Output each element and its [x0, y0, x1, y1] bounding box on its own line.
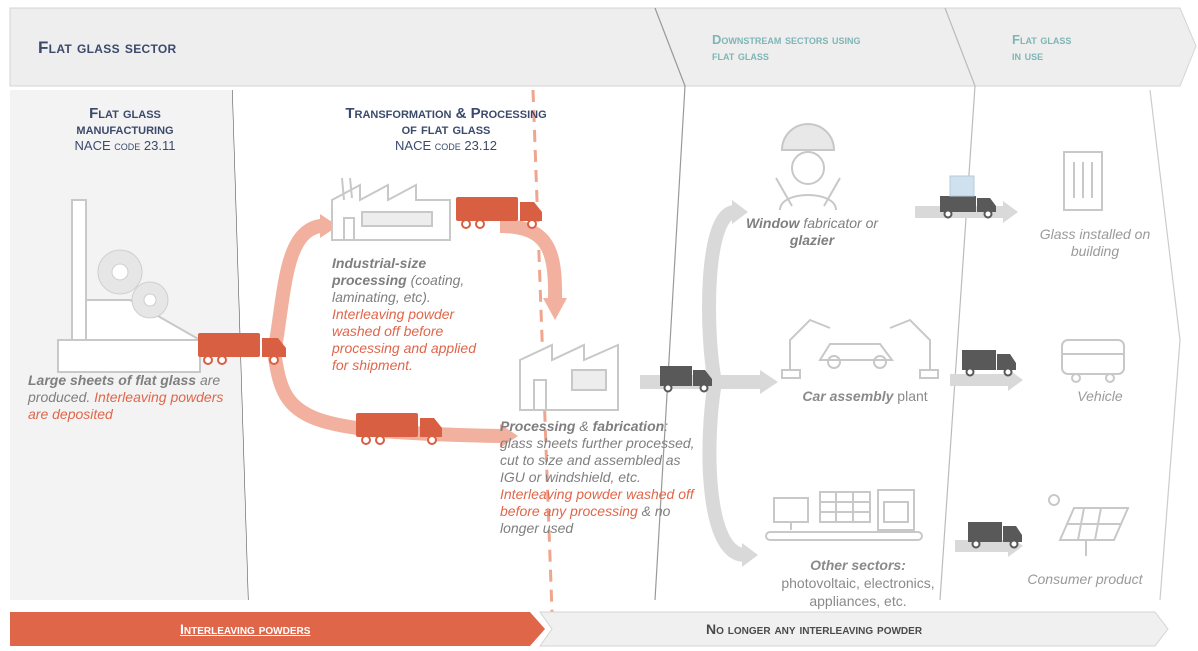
car-label-plain: plant	[893, 388, 928, 404]
window-label-bold2: glazier	[789, 232, 835, 248]
window-label-bold1: Window	[745, 215, 800, 231]
glass-building-label: Glass installed on building	[1039, 226, 1151, 259]
glass-factory-icon	[57, 199, 204, 373]
grey-arrow-branch	[702, 205, 747, 562]
fabrication-desc-bold2: fabrication	[592, 418, 665, 434]
header-downstream: Downstream sectors using flat glass	[712, 32, 860, 64]
header-band	[9, 7, 1197, 87]
flow-arrow-curve-head	[543, 298, 567, 320]
truck-red-3	[356, 413, 442, 445]
devices-conveyor-icon	[765, 489, 923, 541]
footer-no-interleaving: No longer any interleaving powder	[706, 621, 923, 637]
manufacturing-title-line2: manufacturing	[76, 121, 174, 138]
bus-icon	[1061, 339, 1125, 383]
manufacturing-nace-code: NACE code 23.11	[74, 138, 176, 153]
truck-dark-window	[940, 196, 996, 219]
manufacturing-description: Large sheets of flat glass are produced.…	[28, 372, 238, 423]
building-icon	[1063, 151, 1103, 211]
fabrication-desc-bold1: Processing	[500, 418, 576, 434]
window-label-plain: fabricator or	[799, 215, 879, 231]
transformation-title-line1: Transformation & Processing	[345, 105, 547, 122]
manufacturing-desc-plain: are produced.	[28, 372, 221, 405]
fabrication-factory-icon	[519, 343, 619, 411]
separator-2	[654, 7, 686, 601]
header-downstream-line2: flat glass	[712, 48, 769, 63]
other-label-plain: photovoltaic, electronics, appliances, e…	[781, 575, 935, 609]
car-label-bold: Car assembly	[802, 388, 894, 404]
grey-arrow-car-head	[1008, 369, 1023, 391]
separator-4	[1149, 89, 1181, 601]
grey-arrow-down-head	[742, 543, 758, 567]
car-assembly-robot-icon	[781, 318, 939, 379]
separator-3	[939, 7, 976, 601]
solar-panel-icon	[1048, 494, 1130, 556]
flow-arrow-down-head	[500, 424, 518, 448]
industrial-factory-icon	[331, 177, 451, 241]
flow-arrow-curve	[499, 219, 563, 301]
other-label-bold: Other sectors:	[810, 557, 906, 573]
manufacturing-desc-red: Interleaving powders are deposited	[28, 389, 224, 422]
fabrication-description: Processing & fabrication: glass sheets f…	[500, 418, 700, 537]
header-downstream-line1: Downstream sectors using	[712, 32, 861, 47]
truck-red-2	[456, 197, 542, 229]
truck-dark-other	[968, 522, 1022, 549]
footer-interleaving-powders: Interleaving powders	[180, 621, 311, 637]
flow-arrow-up-head	[320, 214, 338, 238]
header-in-use-line1: Flat glass	[1012, 32, 1072, 47]
industrial-desc-red: Interleaving powder washed off before pr…	[332, 306, 476, 373]
header-in-use-line2: in use	[1012, 48, 1044, 63]
manufacturing-desc-bold: Large sheets of flat glass	[28, 372, 197, 388]
transformation-title: Transformation & Processing of flat glas…	[296, 106, 596, 154]
industrial-description: Industrial-size processing (coating, lam…	[332, 255, 492, 374]
glazier-worker-icon	[775, 123, 841, 211]
footer-red-bar	[10, 612, 545, 646]
footer-grey-bar	[539, 611, 1169, 647]
grey-arrow-up-head	[732, 200, 748, 224]
transformation-title-line2: of flat glass	[401, 121, 491, 138]
vehicle-label: Vehicle	[1077, 388, 1123, 404]
fabrication-desc-plain1: &	[575, 418, 593, 434]
fabrication-desc-red: Interleaving powder washed off before an…	[500, 486, 694, 519]
truck-dark-car	[962, 350, 1016, 377]
header-flat-glass-sector: Flat glass sector	[38, 38, 177, 57]
window-fabricator-label: Window fabricator or glazier	[742, 215, 882, 249]
grey-arrow-main-head	[760, 370, 778, 394]
car-assembly-label: Car assembly plant	[780, 387, 950, 405]
manufacturing-title-line1: Flat glass	[89, 105, 161, 122]
truck-dark-main	[660, 366, 712, 393]
transformation-nace-code: NACE code 23.12	[395, 138, 497, 153]
flow-arrow-up	[268, 219, 327, 355]
fabrication-desc-plain2: : glass sheets further processed, cut to…	[500, 418, 695, 485]
fabrication-desc-plain3: & no longer used	[500, 503, 671, 536]
truck-red-1	[198, 333, 286, 365]
gears-icon	[97, 249, 169, 319]
header-in-use: Flat glass in use	[1012, 32, 1071, 64]
other-sectors-label: Other sectors: photovoltaic, electronics…	[758, 556, 958, 610]
glass-pallet-icon	[949, 175, 975, 197]
grey-arrow-window-head	[1003, 201, 1018, 223]
consumer-product-label: Consumer product	[1027, 571, 1143, 587]
industrial-desc-plain: (coating, laminating, etc).	[332, 272, 465, 305]
industrial-desc-bold: Industrial-size processing	[332, 255, 427, 288]
manufacturing-title: Flat glass manufacturing NACE code 23.11	[45, 106, 205, 154]
